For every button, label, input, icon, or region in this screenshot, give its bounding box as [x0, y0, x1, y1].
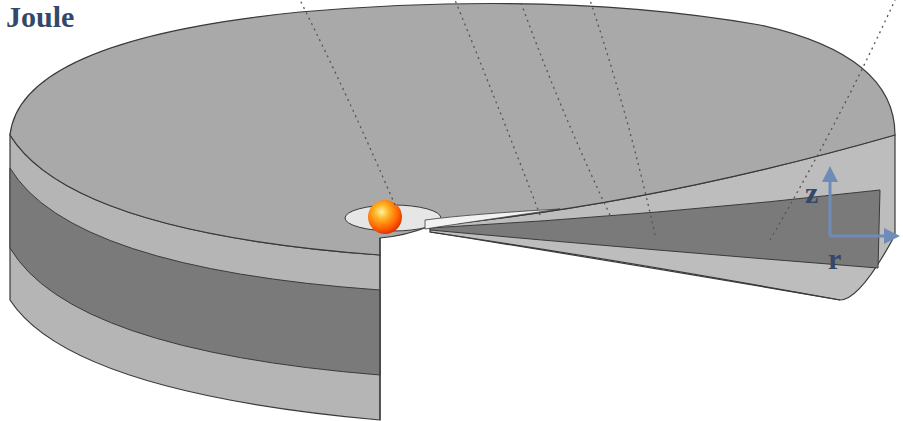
crack-opening: [425, 209, 560, 229]
dotted-lines: [300, 0, 895, 240]
axis-label: z: [805, 178, 818, 208]
top-surface: [10, 4, 895, 255]
title-fragment: Joule: [6, 2, 74, 32]
axes: [822, 166, 900, 244]
joule-heat-ball: [368, 200, 402, 234]
axis-label: r: [828, 244, 841, 274]
